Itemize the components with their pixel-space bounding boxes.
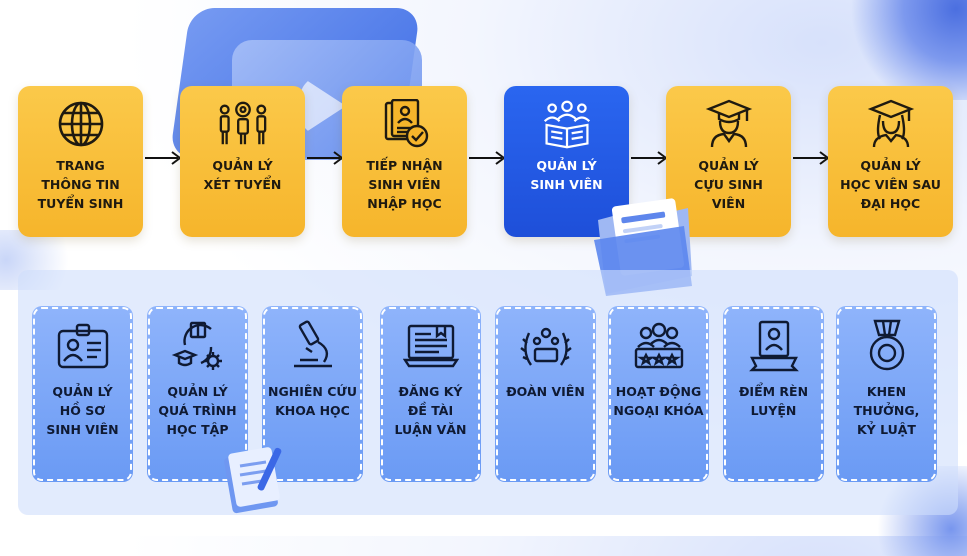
flow-arrow-icon [631, 151, 668, 165]
step-label: TIẾP NHẬN SINH VIÊN NHẬP HỌC [366, 158, 443, 211]
microscope-icon [285, 318, 341, 374]
step-label: QUẢN LÝ CỰU SINH VIÊN [694, 158, 763, 211]
module-label: NGHIÊN CỨU KHOA HỌC [268, 384, 357, 418]
module-youth-union: ĐOÀN VIÊN [495, 306, 596, 482]
certificate-icon [746, 318, 802, 374]
admission-document-icon [379, 98, 431, 150]
module-learning-process: QUẢN LÝ QUÁ TRÌNH HỌC TẬP [147, 306, 248, 482]
step-label: TRANG THÔNG TIN TUYỂN SINH [37, 158, 124, 211]
play-shape-icon [300, 76, 346, 136]
activity-group-icon [631, 318, 687, 374]
step-student-management: QUẢN LÝ SINH VIÊN [504, 86, 629, 237]
step-admission-management: QUẢN LÝ XÉT TUYỂN [180, 86, 305, 237]
step-enrollment: TIẾP NHẬN SINH VIÊN NHẬP HỌC [342, 86, 467, 237]
medal-icon [859, 318, 915, 374]
thesis-book-icon [402, 318, 459, 374]
step-admission-info: TRANG THÔNG TIN TUYỂN SINH [18, 86, 143, 237]
globe-icon [55, 98, 107, 150]
module-student-records: QUẢN LÝ HỒ SƠ SINH VIÊN [32, 306, 133, 482]
module-label: ĐIỂM RÈN LUYỆN [738, 384, 809, 418]
flow-arrow-icon [793, 151, 830, 165]
step-label: QUẢN LÝ XÉT TUYỂN [203, 158, 282, 192]
candidates-icon [217, 98, 269, 150]
module-extracurricular: HOẠT ĐỘNG NGOẠI KHÓA [608, 306, 709, 482]
module-label: KHEN THƯỞNG, KỶ LUẬT [853, 384, 920, 437]
step-label: QUẢN LÝ SINH VIÊN [530, 158, 603, 192]
module-label: HOẠT ĐỘNG NGOẠI KHÓA [613, 384, 704, 418]
graduate-icon [703, 98, 755, 150]
postgraduate-icon [865, 98, 917, 150]
module-label: QUẢN LÝ QUÁ TRÌNH HỌC TẬP [158, 384, 237, 437]
module-rewards-discipline: KHEN THƯỞNG, KỶ LUẬT [836, 306, 937, 482]
flow-arrow-icon [469, 151, 506, 165]
step-postgraduate: QUẢN LÝ HỌC VIÊN SAU ĐẠI HỌC [828, 86, 953, 237]
notepad-illustration-icon [224, 447, 282, 514]
flow-arrow-icon [307, 151, 344, 165]
module-label: QUẢN LÝ HỒ SƠ SINH VIÊN [46, 384, 119, 437]
module-thesis-registration: ĐĂNG KÝ ĐỀ TÀI LUẬN VĂN [380, 306, 481, 482]
students-book-icon [541, 98, 593, 150]
module-label: ĐĂNG KÝ ĐỀ TÀI LUẬN VĂN [394, 384, 467, 437]
step-label: QUẢN LÝ HỌC VIÊN SAU ĐẠI HỌC [840, 158, 941, 211]
flow-arrow-icon [145, 151, 182, 165]
id-card-icon [55, 318, 111, 374]
youth-union-icon [518, 318, 574, 374]
learning-process-icon [170, 318, 226, 374]
module-conduct-score: ĐIỂM RÈN LUYỆN [723, 306, 824, 482]
decorative-glow [837, 0, 967, 100]
module-label: ĐOÀN VIÊN [506, 384, 585, 399]
